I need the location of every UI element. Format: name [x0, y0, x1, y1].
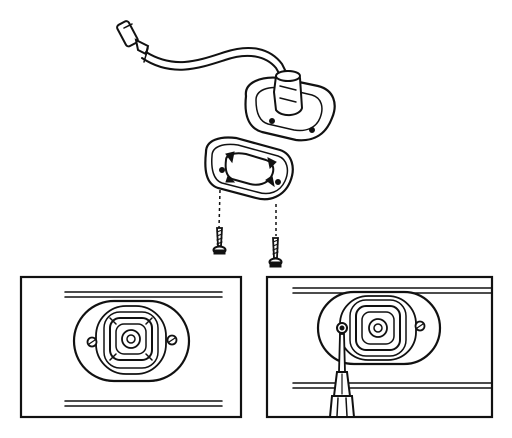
mounting-screw-left [212, 227, 227, 255]
connector-plug-icon [116, 20, 150, 56]
removal-view-panel [265, 275, 494, 419]
lamp-housing [244, 70, 336, 142]
wire-harness-connector [116, 20, 291, 83]
installed-lamp-icon [72, 299, 191, 383]
removal-lamp-icon [316, 290, 442, 366]
lamp-gasket [204, 136, 294, 201]
screwdriver [328, 333, 356, 418]
mounting-screw-right [268, 237, 283, 268]
alignment-line-left [218, 189, 221, 229]
installed-view-panel [19, 275, 243, 419]
